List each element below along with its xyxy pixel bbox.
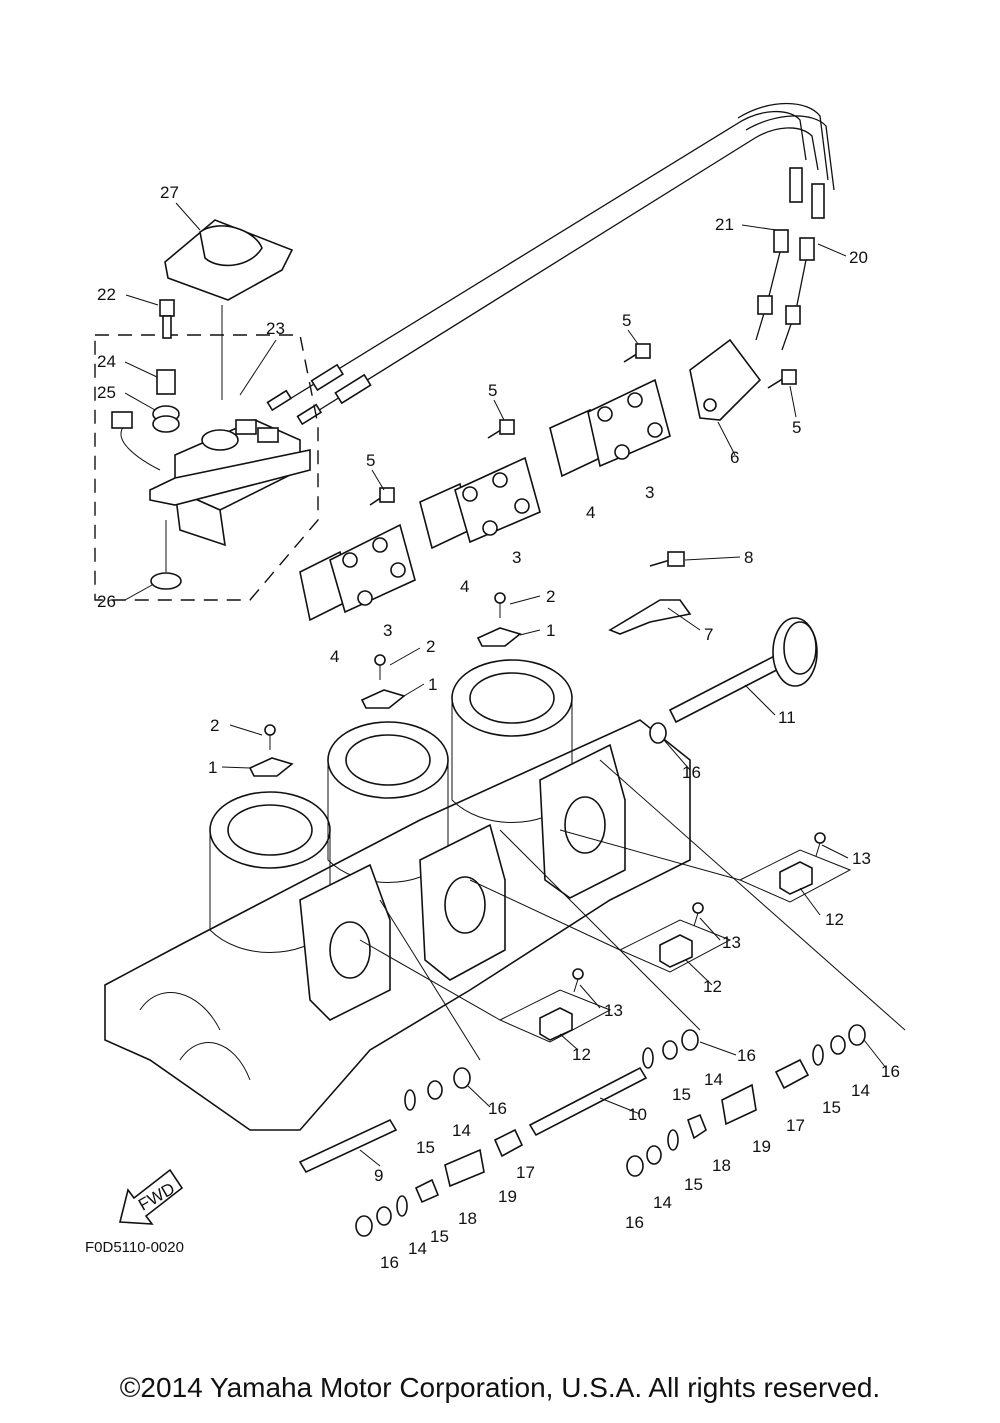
callout-5b: 5	[488, 381, 497, 400]
callout-16f: 16	[380, 1253, 399, 1272]
callout-12b: 12	[703, 977, 722, 996]
callout-18b: 18	[458, 1209, 477, 1228]
callout-14e: 14	[408, 1239, 427, 1258]
callout-14b: 14	[851, 1081, 870, 1100]
callout-13c: 13	[604, 1001, 623, 1020]
callout-16d: 16	[488, 1099, 507, 1118]
callout-22: 22	[97, 285, 116, 304]
exhaust-covers	[299, 338, 762, 622]
callout-19b: 19	[498, 1187, 517, 1206]
callout-20: 20	[849, 248, 868, 267]
callout-16a: 16	[682, 763, 701, 782]
callout-4c: 4	[586, 503, 595, 522]
callout-5d: 5	[792, 418, 801, 437]
callout-27: 27	[160, 183, 179, 202]
callout-25: 25	[97, 383, 116, 402]
callout-15d: 15	[684, 1175, 703, 1194]
callout-23: 23	[266, 319, 285, 338]
callout-5c: 5	[622, 311, 631, 330]
callout-5a: 5	[366, 451, 375, 470]
cover-part-27	[164, 219, 294, 400]
callout-19a: 19	[752, 1137, 771, 1156]
callout-4b: 4	[460, 577, 469, 596]
valve-shafts	[298, 599, 818, 1174]
throttle-cable-assembly	[266, 102, 835, 426]
cylinder-block	[104, 659, 691, 1131]
diagram-code: F0D5110-0020	[85, 1239, 184, 1256]
callout-14d: 14	[653, 1193, 672, 1212]
washers-collars	[355, 722, 866, 1237]
callout-15b: 15	[822, 1098, 841, 1117]
callout-26: 26	[97, 592, 116, 611]
callout-16b: 16	[737, 1046, 756, 1065]
callout-labels: 27 22 23 24 25 26 21 20 5 5 5 5 6 3 3 3 …	[97, 183, 900, 1272]
leader-lines	[124, 202, 887, 1167]
callout-7: 7	[704, 625, 713, 644]
callout-15e: 15	[430, 1227, 449, 1246]
callout-17a: 17	[786, 1116, 805, 1135]
callout-14c: 14	[452, 1121, 471, 1140]
relay-assembly	[94, 299, 319, 601]
callout-4a: 4	[330, 647, 339, 666]
callout-10: 10	[628, 1105, 647, 1124]
callout-12c: 12	[572, 1045, 591, 1064]
callout-14a: 14	[704, 1070, 723, 1089]
callout-2b: 2	[426, 637, 435, 656]
callout-1c: 1	[208, 758, 217, 777]
callout-3c: 3	[645, 483, 654, 502]
callout-13a: 13	[852, 849, 871, 868]
callout-8: 8	[744, 548, 753, 567]
callout-15a: 15	[672, 1085, 691, 1104]
callout-21: 21	[715, 215, 734, 234]
callout-15c: 15	[416, 1138, 435, 1157]
callout-16c: 16	[881, 1062, 900, 1081]
callout-12a: 12	[825, 910, 844, 929]
callout-24: 24	[97, 352, 116, 371]
callout-2a: 2	[546, 587, 555, 606]
callout-16e: 16	[625, 1213, 644, 1232]
callout-17b: 17	[516, 1163, 535, 1182]
callout-2c: 2	[210, 716, 219, 735]
callout-18a: 18	[712, 1156, 731, 1175]
copyright-notice: ©2014 Yamaha Motor Corporation, U.S.A. A…	[119, 1372, 881, 1403]
callout-13b: 13	[722, 933, 741, 952]
fwd-arrow-icon: FWD	[118, 1168, 184, 1225]
clamps	[248, 627, 522, 777]
callout-3a: 3	[383, 621, 392, 640]
callout-1b: 1	[428, 675, 437, 694]
callout-3b: 3	[512, 548, 521, 567]
callout-1a: 1	[546, 621, 555, 640]
callout-6: 6	[730, 448, 739, 467]
callout-9: 9	[374, 1166, 383, 1185]
bolts	[264, 343, 826, 993]
holders	[359, 759, 906, 1061]
callout-11: 11	[778, 708, 796, 727]
